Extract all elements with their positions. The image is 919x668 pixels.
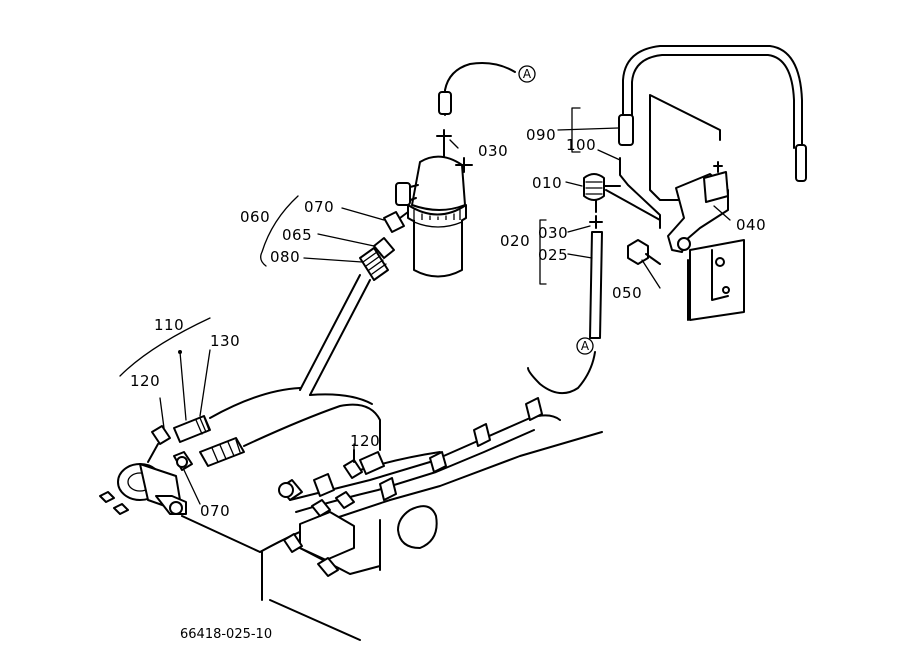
label-010: 010 — [532, 174, 562, 192]
connector-a-bottom-line — [527, 351, 596, 395]
engine-head-block — [259, 397, 603, 641]
label-070-top: 070 — [304, 198, 334, 216]
part-labels: 030 070 060 065 080 090 100 010 040 030 … — [130, 126, 766, 520]
label-025: 025 — [538, 246, 568, 264]
connector-a-top-label: A — [523, 67, 532, 81]
leader-lines — [119, 107, 731, 505]
fuel-filter-assembly — [395, 62, 516, 278]
connector-a-bottom-label: A — [581, 339, 590, 353]
injector-nozzles — [379, 397, 543, 501]
drawing-number: 66418-025-10 — [180, 627, 272, 642]
label-120-left: 120 — [130, 372, 160, 390]
feed-pump-assembly — [99, 387, 381, 553]
label-050: 050 — [612, 284, 642, 302]
label-110-dot — [178, 350, 182, 354]
label-020: 020 — [500, 232, 530, 250]
label-030-right: 030 — [538, 224, 568, 242]
joint-010-and-pipe-025 — [583, 173, 661, 339]
label-110: 110 — [154, 316, 184, 334]
return-pipe-loop — [618, 45, 807, 229]
label-070-bottom: 070 — [200, 502, 230, 520]
hose-set-060 — [299, 211, 409, 396]
label-120-mid: 120 — [350, 432, 380, 450]
label-030-top: 030 — [478, 142, 508, 160]
label-100: 100 — [566, 136, 596, 154]
connector-a-top: A — [518, 65, 536, 83]
label-130: 130 — [210, 332, 240, 350]
label-065: 065 — [282, 226, 312, 244]
label-040: 040 — [736, 216, 766, 234]
label-060: 060 — [240, 208, 270, 226]
label-080: 080 — [270, 248, 300, 266]
label-090: 090 — [526, 126, 556, 144]
fuel-cock-040 — [667, 161, 745, 321]
bolt-050 — [627, 239, 661, 265]
connector-a-bottom: A — [576, 337, 594, 355]
